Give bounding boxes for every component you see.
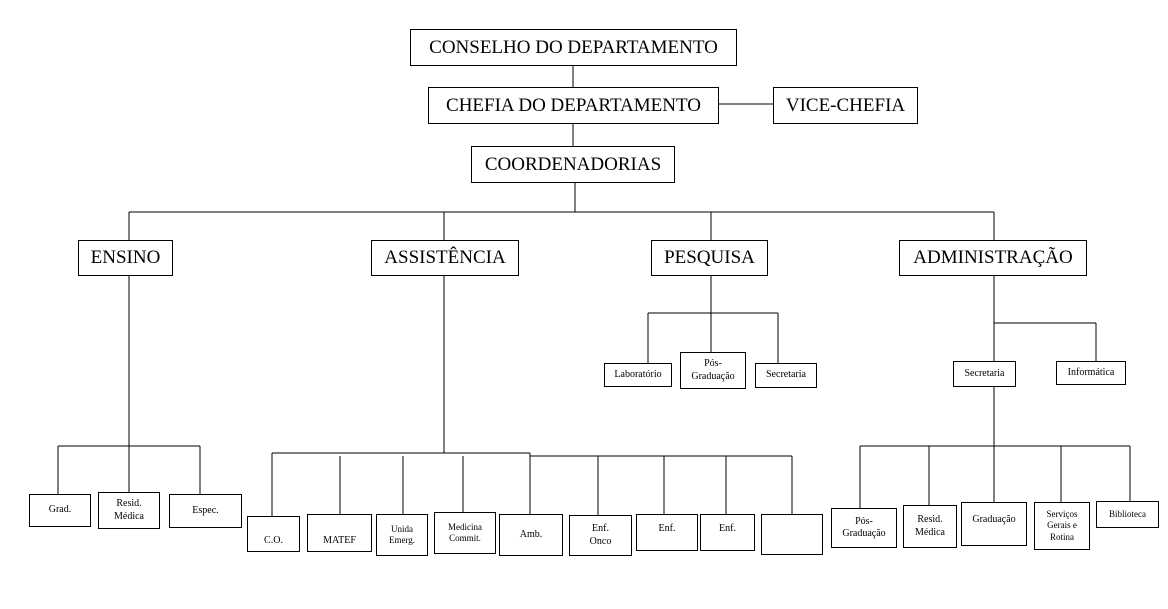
vice-chefia-box: VICE-CHEFIA [773,87,918,124]
coordenadorias-box: COORDENADORIAS [471,146,675,183]
ensino-unit-resid-medica: Resid. Médica [98,492,160,529]
administracao-unit-secretaria: Secretaria [953,361,1016,387]
assistencia-unit-unida-emerg: Unida Emerg. [376,514,428,556]
assistencia-box: ASSISTÊNCIA [371,240,519,276]
assistencia-unit-matef: MATEF [307,514,372,552]
assistencia-unit-co: C.O. [247,516,300,552]
ensino-unit-grad: Grad. [29,494,91,527]
secretaria-unit-resid-medica: Resid. Médica [903,505,957,548]
pesquisa-unit-pos-graduacao: Pós- Graduação [680,352,746,389]
assistencia-unit-enf-onco: Enf. Onco [569,515,632,556]
administracao-unit-informatica: Informática [1056,361,1126,385]
ensino-box: ENSINO [78,240,173,276]
assistencia-unit-enf-2: Enf. [700,514,755,551]
pesquisa-unit-laboratorio: Laboratório [604,363,672,387]
secretaria-unit-pos-graduacao: Pós- Graduação [831,508,897,548]
conselho-box: CONSELHO DO DEPARTAMENTO [410,29,737,66]
secretaria-unit-biblioteca: Biblioteca [1096,501,1159,528]
assistencia-unit-blank [761,514,823,555]
chefia-box: CHEFIA DO DEPARTAMENTO [428,87,719,124]
administracao-box: ADMINISTRAÇÃO [899,240,1087,276]
assistencia-unit-amb: Amb. [499,514,563,556]
secretaria-unit-graduacao: Graduação [961,502,1027,546]
pesquisa-box: PESQUISA [651,240,768,276]
pesquisa-unit-secretaria: Secretaria [755,363,817,388]
ensino-unit-espec: Espec. [169,494,242,528]
assistencia-unit-medicina-commit: Medicina Commit. [434,512,496,554]
assistencia-unit-enf-1: Enf. [636,514,698,551]
secretaria-unit-servicos-gerais: Serviços Gerais e Rotina [1034,502,1090,550]
